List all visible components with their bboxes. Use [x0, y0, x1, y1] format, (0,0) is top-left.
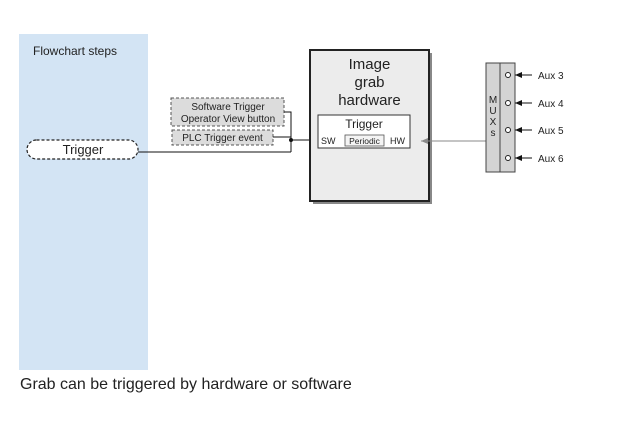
aux-5-port: [505, 127, 511, 133]
hardware-title-line-2: grab: [354, 74, 384, 91]
mux-letter-m: M: [489, 95, 497, 106]
mux-letter-u: U: [489, 106, 496, 117]
aux-input-6: Aux 6: [505, 154, 564, 165]
mux-letter-s: s: [491, 128, 496, 139]
software-trigger-connector: [284, 111, 292, 140]
aux-6-port: [505, 155, 511, 161]
periodic-label: Periodic: [349, 136, 380, 146]
aux-input-4: Aux 4: [505, 99, 564, 110]
caption: Grab can be triggered by hardware or sof…: [20, 376, 352, 393]
aux-input-5: Aux 5: [505, 126, 564, 137]
trigger-step[interactable]: [26, 139, 139, 160]
hardware-title-line-3: hardware: [338, 92, 401, 109]
aux-3-port: [505, 72, 511, 78]
software-trigger-label: Software Trigger: [191, 102, 265, 113]
hardware-trigger-label: Trigger: [345, 117, 383, 131]
aux-3-label: Aux 3: [538, 71, 564, 82]
aux-6-label: Aux 6: [538, 154, 564, 165]
trigger-step-label: Trigger: [63, 142, 104, 157]
plc-trigger-label: PLC Trigger event: [182, 133, 263, 144]
aux-4-port: [505, 100, 511, 106]
plc-trigger-box: [171, 129, 274, 146]
flowchart-panel-title: Flowchart steps: [33, 44, 117, 58]
hardware-title-line-1: Image: [349, 56, 391, 73]
hw-input-label: HW: [390, 136, 405, 146]
mux-letter-x: X: [490, 117, 497, 128]
flowchart-panel: [19, 34, 148, 370]
aux-4-label: Aux 4: [538, 99, 564, 110]
sw-input-label: SW: [321, 136, 336, 146]
aux-input-3: Aux 3: [505, 71, 564, 82]
periodic-box: [344, 134, 385, 147]
aux-5-label: Aux 5: [538, 126, 564, 137]
operator-view-button-label: Operator View button: [181, 114, 275, 125]
